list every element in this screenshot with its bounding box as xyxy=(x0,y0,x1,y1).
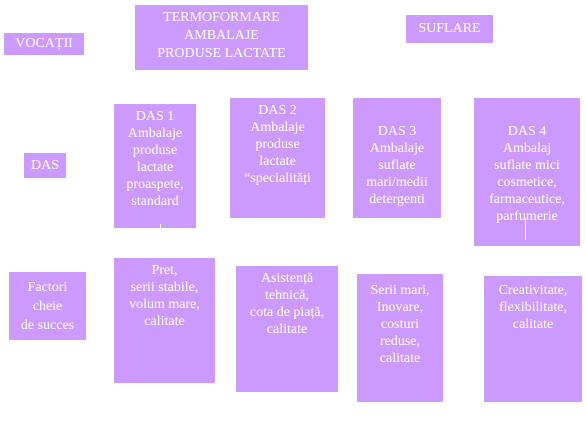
vocatie-termoformare: TERMOFORMARE AMBALAJE PRODUSE LACTATE xyxy=(135,5,308,70)
das-2-box: DAS 2 Ambalaje produse lactate “speciali… xyxy=(230,98,325,218)
row-label-vocatii: VOCAȚII xyxy=(4,33,84,55)
row-label-das: DAS xyxy=(24,153,66,178)
das-3-box: DAS 3 Ambalaje suflate mari/medii deterg… xyxy=(353,98,441,218)
vocatie-suflare: SUFLARE xyxy=(406,15,493,43)
factori-das-2-box: Asistență tehnică, cota de piață, calita… xyxy=(236,266,338,392)
factori-das-1-box: Pret, serii stabile, volum mare, calitat… xyxy=(114,258,215,383)
das-1-connector xyxy=(160,224,161,234)
das-4-box: DAS 4 Ambalaj suflate mici cosmetice, fa… xyxy=(474,98,580,246)
factori-das-4-box: Creativitate, flexibilitate, calitate xyxy=(484,276,582,402)
das-1-box: DAS 1 Ambalaje produse lactate proaspete… xyxy=(114,104,196,228)
row-label-factori-cheie: Factori cheie de succes xyxy=(9,272,86,340)
das-4-connector xyxy=(525,218,526,240)
factori-das-3-box: Serii mari, Inovare, costuri reduse, cal… xyxy=(357,274,443,402)
